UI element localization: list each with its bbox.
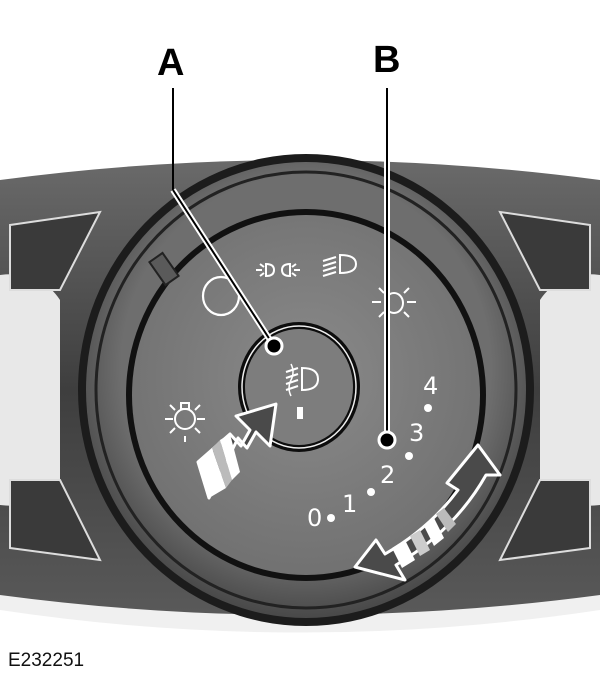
scale-1: 1 [342, 490, 357, 518]
parking-lamp-icon [256, 262, 300, 278]
scale-2: 2 [380, 461, 395, 489]
rotate-arrow-icon [353, 443, 502, 582]
push-arrow-icon [196, 402, 278, 500]
dimmer-scale: 0 1 2 3 4 [307, 372, 438, 532]
dimmer-lamp-icon [165, 402, 205, 442]
button-indicator [297, 407, 303, 419]
headlamp-icon [322, 253, 358, 277]
callout-leader-b [377, 88, 397, 450]
callout-leader-a [170, 88, 284, 356]
scale-3: 3 [409, 419, 424, 447]
figure-id: E232251 [8, 650, 85, 671]
fog-lamp-icon [285, 363, 320, 397]
scale-4: 4 [423, 372, 438, 400]
position-indicator [148, 251, 180, 287]
callout-b: B [373, 39, 401, 81]
callout-a: A [157, 42, 185, 84]
scale-0: 0 [307, 504, 322, 532]
